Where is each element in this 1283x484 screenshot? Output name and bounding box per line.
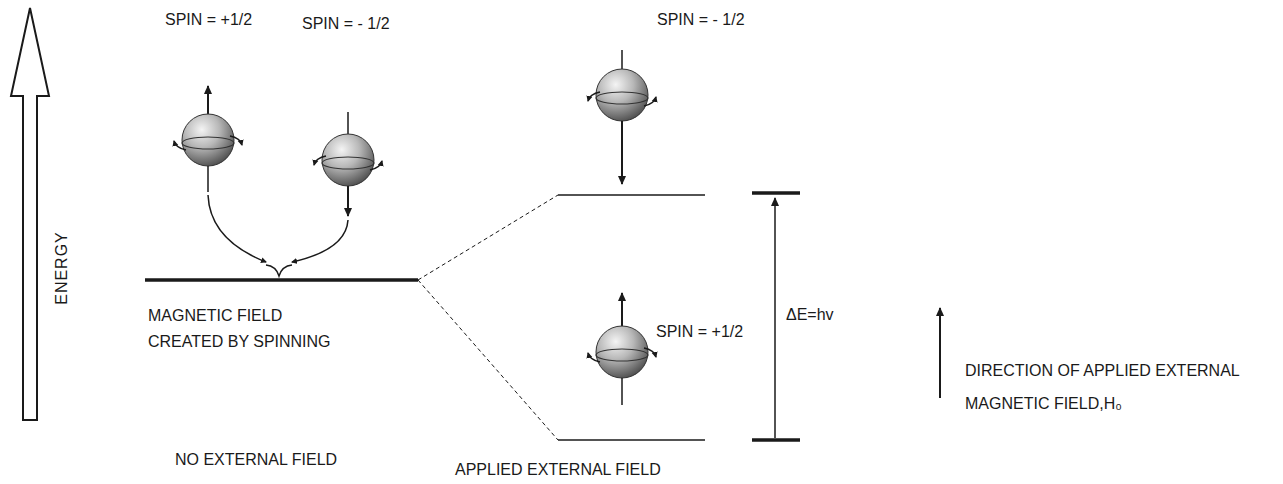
spin-label: SPIN = - 1/2 — [657, 10, 745, 30]
gap-arrow — [774, 198, 776, 438]
gap-bar — [752, 438, 800, 442]
spin-up-nucleus — [588, 293, 656, 405]
merge-arrow — [292, 220, 348, 262]
split-line — [418, 280, 558, 440]
field-direction-label: DIRECTION OF APPLIED EXTERNAL MAGNETIC F… — [965, 354, 1245, 420]
spin-label: SPIN = +1/2 — [656, 322, 743, 342]
spin-label: SPIN = - 1/2 — [302, 14, 390, 34]
spin-down-nucleus — [314, 112, 382, 216]
energy-arrow — [11, 8, 49, 420]
note-label: MAGNETIC FIELD CREATED BY SPINNING — [148, 303, 353, 355]
state-caption: NO EXTERNAL FIELD — [175, 450, 337, 470]
energy-level — [558, 194, 705, 196]
axis-label: ENERGY — [52, 231, 72, 305]
field-arrow — [939, 308, 941, 398]
gap-bar — [752, 191, 800, 195]
state-caption: APPLIED EXTERNAL FIELD — [455, 460, 661, 480]
split-line — [418, 195, 558, 280]
merge-arrow — [208, 195, 266, 262]
energy-level — [558, 439, 705, 441]
spin-up-nucleus — [174, 86, 242, 192]
energy-gap-label: ΔE=hv — [786, 305, 834, 325]
energy-level — [145, 278, 418, 282]
spin-down-nucleus — [588, 50, 656, 184]
spin-label: SPIN = +1/2 — [165, 10, 252, 30]
brace-tip — [266, 265, 292, 276]
